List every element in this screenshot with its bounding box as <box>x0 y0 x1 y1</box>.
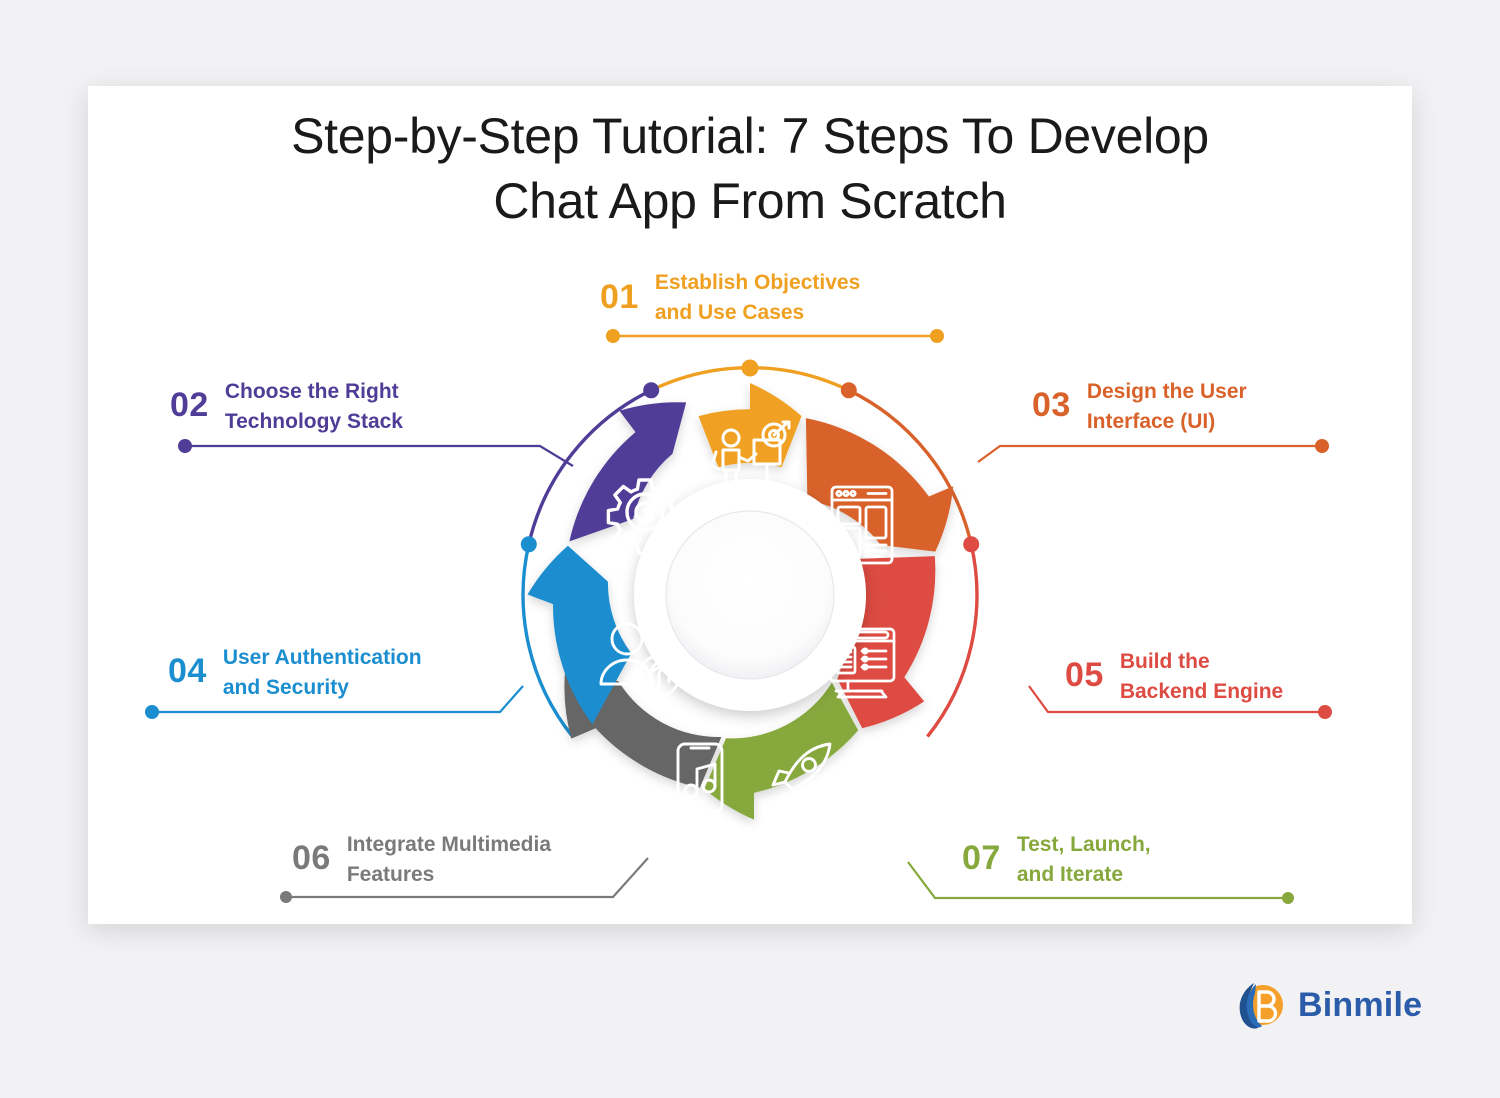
title-line-1: Step-by-Step Tutorial: 7 Steps To Develo… <box>291 108 1209 164</box>
outer-node-05 <box>963 536 980 553</box>
step-text-01: Establish Objectives and Use Cases <box>655 268 860 328</box>
segment-03 <box>805 418 954 552</box>
outer-ring-arcs <box>521 366 979 738</box>
step-text-06: Integrate Multimedia Features <box>347 830 551 890</box>
step-number-02: 02 <box>170 386 209 424</box>
outer-arc-03 <box>848 388 973 545</box>
target-presentation-icon <box>710 420 791 488</box>
step-label-01[interactable]: 01 Establish Objectives and Use Cases <box>600 268 960 328</box>
gear-icon <box>606 478 684 555</box>
page-title: Step-by-Step Tutorial: 7 Steps To Develo… <box>88 104 1412 234</box>
step-number-06: 06 <box>292 839 331 877</box>
connector-02 <box>178 439 574 467</box>
connector-07 <box>907 861 1294 904</box>
outer-node-02 <box>643 382 660 399</box>
connector-03 <box>977 439 1329 463</box>
step-text-05-line1: Build the <box>1119 650 1210 673</box>
outer-arc-05 <box>926 543 979 738</box>
step-text-07: Test, Launch, and Iterate <box>1017 830 1151 890</box>
step-text-07-line1: Test, Launch, <box>1016 833 1151 856</box>
outer-ring-nodes <box>520 359 980 553</box>
outer-arc-02 <box>527 388 652 545</box>
outer-node-01 <box>741 359 759 377</box>
step-text-03-line1: Design the User <box>1086 380 1247 403</box>
outer-arc-04 <box>521 543 574 738</box>
wireframe-layout-icon <box>830 485 894 565</box>
connector-05 <box>1028 685 1332 719</box>
step-text-02: Choose the Right Technology Stack <box>225 377 403 437</box>
step-text-04-line2: and Security <box>222 675 349 699</box>
phone-music-icon <box>676 742 724 814</box>
binmile-logo-mark <box>1232 978 1286 1032</box>
step-text-05: Build the Backend Engine <box>1120 647 1283 707</box>
step-label-03[interactable]: 03 Design the User Interface (UI) <box>1032 377 1332 437</box>
segment-02 <box>569 402 687 542</box>
step-number-03: 03 <box>1032 386 1071 424</box>
step-text-01-line2: and Use Cases <box>654 300 805 324</box>
step-text-01-line1: Establish Objectives <box>654 271 861 294</box>
segment-04 <box>527 545 632 725</box>
step-text-04-line1: User Authentication <box>222 646 422 669</box>
step-text-03: Design the User Interface (UI) <box>1087 377 1247 437</box>
step-text-06-line1: Integrate Multimedia <box>346 833 552 856</box>
binmile-wordmark: Binmile <box>1298 985 1423 1024</box>
title-line-2: Chat App From Scratch <box>493 173 1007 229</box>
step-number-01: 01 <box>600 278 639 316</box>
server-monitor-icon <box>828 627 896 699</box>
step-text-02-line2: Technology Stack <box>224 409 403 433</box>
step-text-02-line1: Choose the Right <box>224 380 399 403</box>
outer-node-04 <box>520 536 537 553</box>
step-text-07-line2: and Iterate <box>1016 862 1124 886</box>
step-text-05-line2: Backend Engine <box>1119 679 1284 703</box>
step-number-04: 04 <box>168 652 207 690</box>
connector-06 <box>280 857 649 903</box>
step-number-05: 05 <box>1065 656 1104 694</box>
wheel-hub <box>634 479 866 711</box>
user-fingerprint-icon <box>599 622 683 698</box>
step-text-04: User Authentication and Security <box>223 643 422 703</box>
step-text-06-line2: Features <box>346 862 435 886</box>
process-wheel <box>500 345 1000 845</box>
segment-07 <box>704 682 859 820</box>
step-label-02[interactable]: 02 Choose the Right Technology Stack <box>170 377 510 437</box>
brand-logo[interactable]: Binmile <box>1232 978 1422 1032</box>
outer-node-03 <box>840 382 857 399</box>
step-label-06[interactable]: 06 Integrate Multimedia Features <box>292 830 622 890</box>
step-number-07: 07 <box>962 839 1001 877</box>
rocket-icon <box>771 742 832 812</box>
step-label-05[interactable]: 05 Build the Backend Engine <box>1065 647 1345 707</box>
step-label-04[interactable]: 04 User Authentication and Security <box>168 643 498 703</box>
connector-01 <box>606 329 944 343</box>
step-label-07[interactable]: 07 Test, Launch, and Iterate <box>962 830 1262 890</box>
step-text-03-line2: Interface (UI) <box>1086 409 1216 433</box>
connector-04 <box>145 685 524 719</box>
